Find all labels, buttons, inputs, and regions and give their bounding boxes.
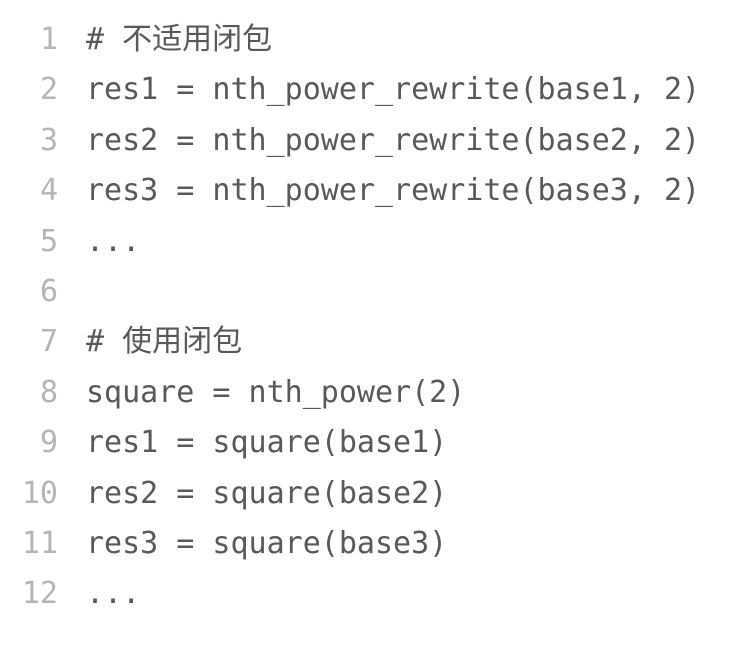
code-text: # 不适用闭包 [86, 22, 273, 57]
code-text: res3 = square(base3) [86, 525, 448, 561]
line-number: 2 [39, 72, 58, 108]
line-number: 3 [39, 122, 58, 158]
code-text: res2 = square(base2) [86, 475, 448, 511]
code-text: res1 = square(base1) [86, 425, 448, 461]
line-number: 12 [21, 576, 58, 612]
line-number: 7 [39, 324, 58, 360]
code-text: square = nth_power(2) [86, 374, 466, 410]
code-line: 3 res2 = nth_power_rewrite(base2, 2) [0, 116, 744, 166]
line-number: 4 [39, 173, 58, 209]
code-text: # 使用闭包 [86, 324, 243, 360]
code-text: res1 = nth_power_rewrite(base1, 2) [86, 72, 701, 108]
code-text [58, 267, 86, 317]
code-text: ... [86, 576, 141, 612]
line-number: 1 [39, 22, 58, 57]
code-line: 2 res1 = nth_power_rewrite(base1, 2) [0, 65, 744, 115]
code-line: 1 # 不适用闭包 [0, 15, 744, 65]
line-number: 9 [39, 425, 58, 461]
code-text: res2 = nth_power_rewrite(base2, 2) [86, 122, 701, 158]
line-number: 8 [39, 374, 58, 410]
code-line: 10 res2 = square(base2) [0, 469, 744, 519]
code-text: res3 = nth_power_rewrite(base3, 2) [86, 173, 701, 209]
line-number: 11 [21, 525, 58, 561]
line-number: 6 [39, 273, 58, 309]
code-line: 11 res3 = square(base3) [0, 519, 744, 569]
code-line: 7 # 使用闭包 [0, 317, 744, 367]
code-line: 9 res1 = square(base1) [0, 418, 744, 468]
code-line: 5... [0, 217, 744, 267]
code-line: 6 [0, 267, 744, 317]
code-block: 1 # 不适用闭包 2 res1 = nth_power_rewrite(base1… [0, 15, 744, 619]
code-line: 8 square = nth_power(2) [0, 368, 744, 418]
line-number: 10 [21, 475, 58, 511]
code-text: ... [86, 223, 141, 259]
code-line: 12... [0, 569, 744, 619]
code-line: 4 res3 = nth_power_rewrite(base3, 2) [0, 166, 744, 216]
line-number: 5 [39, 223, 58, 259]
